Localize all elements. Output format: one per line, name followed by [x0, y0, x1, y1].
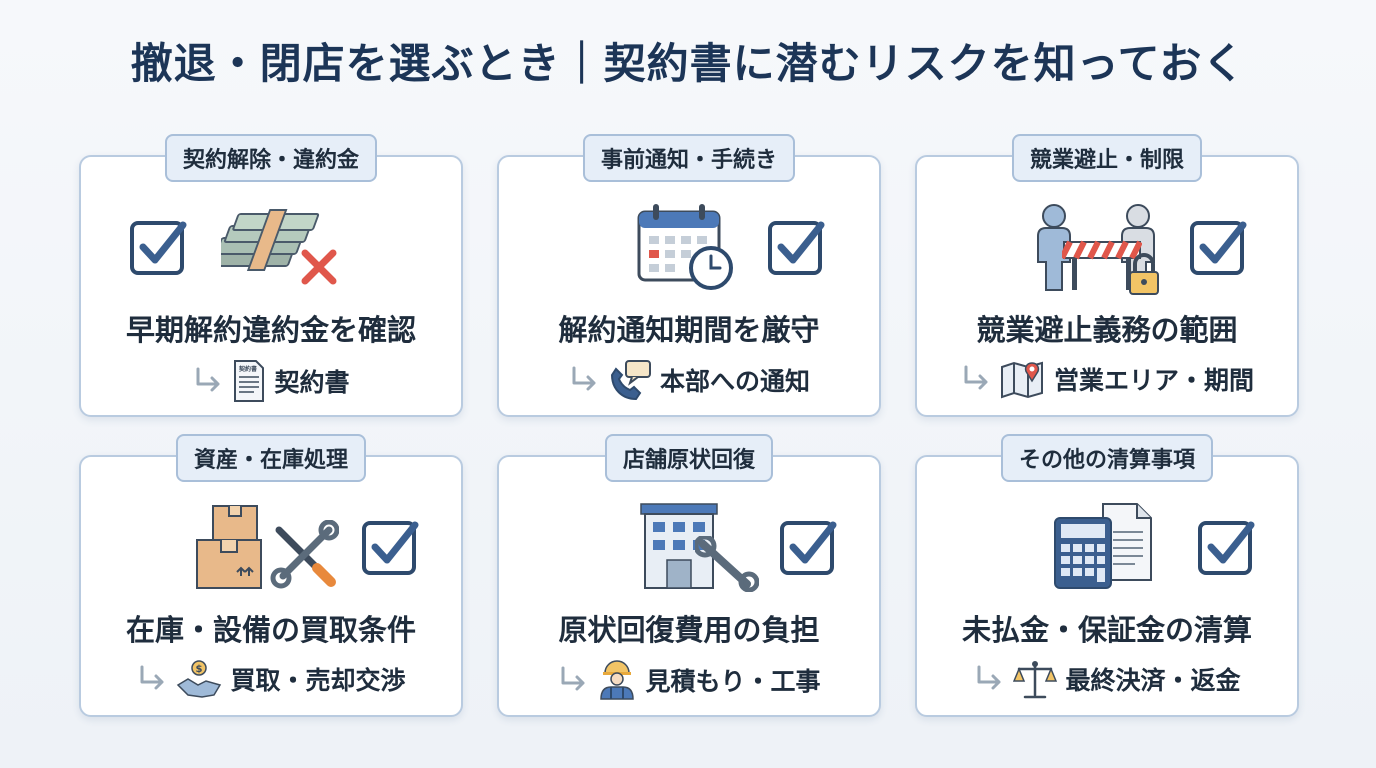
card-sub-text: 買取・売却交渉 [230, 666, 406, 695]
money-stack-icon [221, 209, 320, 271]
card-main-text: 未払金・保証金の清算 [961, 613, 1252, 647]
card-label: 競業避止・制限 [1011, 134, 1203, 182]
card-main-text: 解約通知期間を厳守 [558, 313, 820, 347]
boxes-icon [196, 505, 262, 589]
card-icons [499, 202, 879, 302]
card-label: 店舗原状回復 [604, 434, 774, 482]
card-sub-text: 本部への通知 [659, 367, 810, 396]
card-label: 資産・在庫処理 [175, 434, 367, 482]
card-sub-text: 見積もり・工事 [645, 667, 821, 696]
return-arrow-icon [196, 367, 220, 392]
card-icons [81, 202, 461, 302]
card-sub-line: 本部への通知 [499, 359, 879, 401]
card-sub-line: 最終決済・返金 [917, 659, 1297, 699]
card-non-compete: 競業避止・制限 競業避止義務の範囲 [915, 134, 1299, 417]
coin-symbol: $ [196, 664, 203, 675]
return-arrow-icon [561, 666, 585, 691]
handshake-coin-icon: $ [177, 660, 222, 698]
return-arrow-icon [572, 366, 596, 391]
checkbox-check-icon [780, 521, 837, 575]
return-arrow-icon [964, 365, 988, 390]
document-icon: 契約書 [234, 360, 265, 402]
card-main-text: 競業避止義務の範囲 [976, 313, 1238, 347]
card-sub-text: 最終決済・返金 [1065, 666, 1241, 695]
card-sub-text: 営業エリア・期間 [1053, 366, 1254, 395]
barrier-icon [1062, 240, 1142, 290]
checkbox-check-icon [130, 221, 187, 275]
calculator-icon [1054, 517, 1112, 589]
card-sub-text: 契約書 [274, 368, 350, 397]
return-arrow-icon [977, 665, 1001, 690]
card-icons [81, 502, 461, 602]
page-title: 撤退・閉店を選ぶとき｜契約書に潜むリスクを知っておく [130, 39, 1246, 88]
card-label: 契約解除・違約金 [164, 134, 378, 182]
card-restoration: 店舗原状回復 原状回復費用の負担 [497, 434, 881, 717]
wrench-icon [695, 536, 759, 592]
card-sub-line: 契約書 契約書 [81, 359, 461, 403]
checkbox-check-icon [768, 221, 825, 275]
phone-chat-icon [610, 360, 651, 401]
card-sub-line: 営業エリア・期間 [917, 359, 1297, 399]
card-contract-termination: 契約解除・違約金 早期解約違約金を確認 契約書 契約書 [79, 134, 463, 417]
return-arrow-icon [140, 665, 164, 690]
checkbox-check-icon [1190, 221, 1247, 275]
card-icons [499, 502, 879, 602]
worker-icon [600, 660, 635, 700]
card-label: その他の清算事項 [1000, 434, 1214, 482]
card-icons [917, 502, 1297, 602]
card-assets-inventory: 資産・在庫処理 在庫・設備の買取条件 $ 買取・ [79, 434, 463, 717]
padlock-icon [1129, 253, 1159, 295]
card-other-settlement: その他の清算事項 未払金・保証金の清算 [915, 434, 1299, 717]
card-main-text: 在庫・設備の買取条件 [125, 613, 416, 647]
checkbox-check-icon [1198, 521, 1255, 575]
map-pin-icon [1000, 361, 1043, 399]
checkbox-check-icon [362, 521, 419, 575]
card-sub-line: 見積もり・工事 [499, 659, 879, 701]
document-icon-mark: 契約書 [238, 365, 257, 373]
clock-icon [689, 246, 733, 290]
card-sub-line: $ 買取・売却交渉 [81, 659, 461, 699]
card-icons [917, 202, 1297, 302]
card-label: 事前通知・手続き [582, 134, 796, 182]
card-advance-notice: 事前通知・手続き 解約通知期間を厳守 [497, 134, 881, 417]
card-main-text: 早期解約違約金を確認 [125, 313, 416, 347]
scales-icon [1013, 661, 1058, 699]
card-main-text: 原状回復費用の負担 [558, 613, 820, 647]
red-x-icon [301, 249, 337, 285]
wrench-screwdriver-icon [270, 520, 339, 589]
